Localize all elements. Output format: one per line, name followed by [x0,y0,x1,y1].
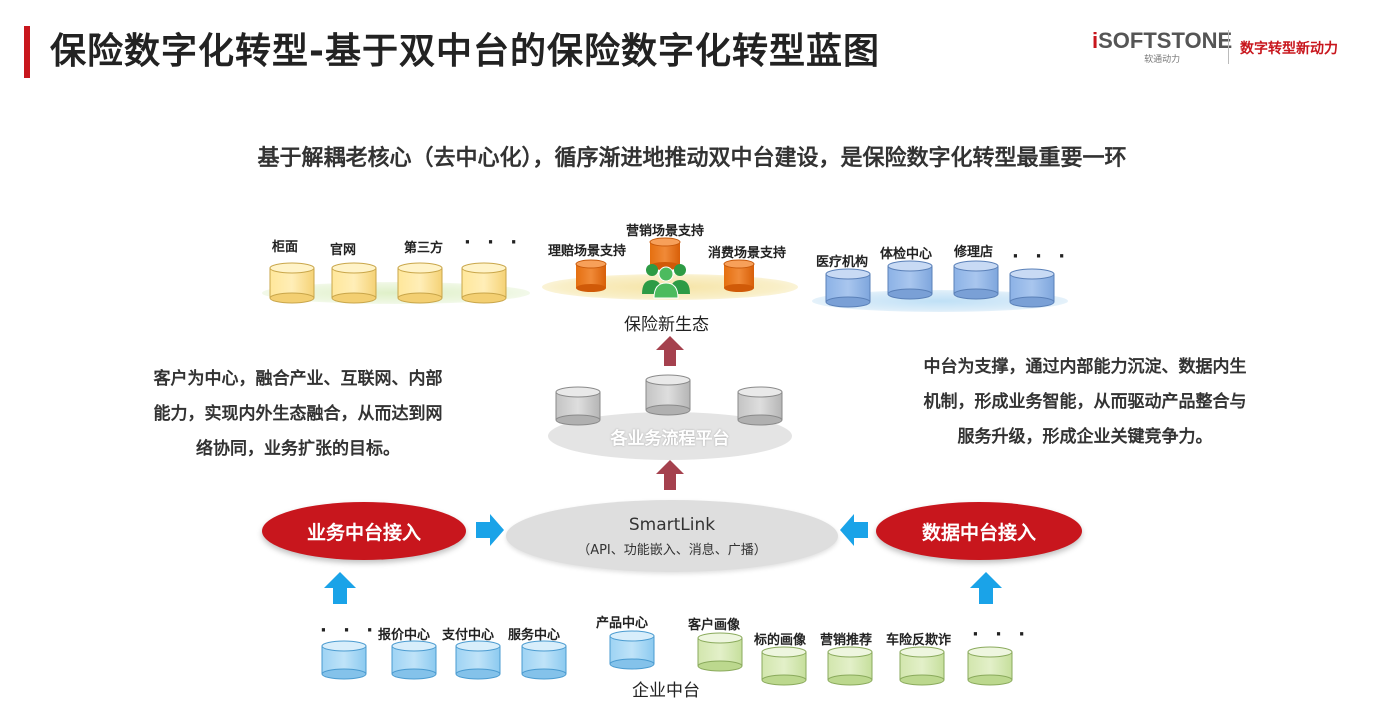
logo-main-text: SOFTSTONE [1098,28,1233,53]
smartlink-title: SmartLink [628,514,716,535]
enterprise-item-label: 标的画像 [754,633,807,648]
eco-left-more-dots: · · · [464,232,523,253]
cylinder [649,237,681,270]
arrow-up-icon [656,460,684,490]
enterprise-item-label: 产品中心 [596,616,649,631]
cylinder [827,646,873,686]
left-description: 客户为中心，融合产业、互联网、内部 能力，实现内外生态融合，从而达到网 络协同，… [108,362,488,467]
right-description-line: 服务升级，形成企业关键竞争力。 [957,427,1213,447]
cylinder [321,640,367,680]
cylinder [737,386,783,426]
logo-i: i [1092,28,1099,53]
data-center-label: 数据中台接入 [921,521,1036,544]
logo-sub-text: 软通动力 [1144,55,1181,65]
enterprise-item-label: 客户画像 [688,618,741,633]
arrow-up-icon [324,572,356,604]
cylinder [967,646,1013,686]
platform-label: 各业务流程平台 [610,429,730,449]
softstone-logo: iSOFTSTONE 软通动力 [1092,28,1232,65]
cylinder [953,260,999,300]
right-group-halo [812,290,1068,312]
eco-item-label: 第三方 [404,241,444,256]
eco-right-more-dots: · · · [1012,246,1071,267]
right-description: 中台为支撑，通过内部能力沉淀、数据内生 机制，形成业务智能，从而驱动产品整合与 … [880,350,1290,455]
business-center-access: 业务中台接入 [262,502,466,560]
eco-item-label: 柜面 [272,240,299,255]
business-center-label: 业务中台接入 [306,521,421,544]
cylinder [645,374,691,416]
cylinder [555,386,601,426]
cylinder [269,262,315,304]
title-accent-bar [24,26,30,78]
cylinder [887,260,933,300]
page-title: 保险数字化转型-基于双中台的保险数字化转型蓝图 [50,31,880,72]
left-description-line: 络协同，业务扩张的目标。 [196,439,400,459]
cylinder [575,259,607,292]
cylinder [1009,268,1055,308]
left-description-line: 客户为中心，融合产业、互联网、内部 [153,369,443,389]
enterprise-label: 企业中台 [632,681,700,701]
right-description-line: 中台为支撑，通过内部能力沉淀、数据内生 [923,357,1247,377]
eco-item-label: 医疗机构 [816,255,869,270]
eco-item-label: 消费场景支持 [708,246,787,261]
smartlink-subtitle: （API、功能嵌入、消息、广播） [577,542,767,558]
arrow-right-icon [476,514,504,546]
cylinder [723,259,755,292]
cylinder [397,262,443,304]
cylinder [761,646,807,686]
eco-item-label: 修理店 [954,245,994,260]
eco-item-label: 官网 [330,243,357,258]
cylinder [331,262,377,304]
enterprise-item-label: 车险反欺诈 [886,633,952,648]
cylinder [697,632,743,672]
enterprise-item-label: 服务中心 [508,628,561,643]
cylinder [521,640,567,680]
enterprise-item-label: 营销推荐 [820,633,873,648]
enterprise-left-dots: · · · [320,620,379,641]
eco-item-label: 理赔场景支持 [548,244,627,259]
left-description-line: 能力，实现内外生态融合，从而达到网 [153,404,443,424]
eco-item-label: 营销场景支持 [626,224,705,239]
arrow-up-icon [656,336,684,366]
people-group-icon [642,264,690,299]
subtitle: 基于解耦老核心（去中心化），循序渐进地推动双中台建设，是保险数字化转型最重要一环 [257,146,1127,171]
cylinder [899,646,945,686]
logo-divider [1228,30,1229,64]
eco-item-label: 体检中心 [880,247,933,262]
arrow-up-icon [970,572,1002,604]
slogan: 数字转型新动力 [1240,41,1338,57]
cylinder [461,262,507,304]
enterprise-right-dots: · · · [972,624,1031,645]
smartlink-hub: SmartLink （API、功能嵌入、消息、广播） [506,500,838,572]
ecosystem-label: 保险新生态 [624,315,709,335]
cylinder [391,640,437,680]
cylinder [825,268,871,308]
cylinder [609,630,655,670]
right-description-line: 机制，形成业务智能，从而驱动产品整合与 [923,392,1247,412]
enterprise-item-label: 报价中心 [378,628,431,643]
arrow-left-icon [840,514,868,546]
enterprise-item-label: 支付中心 [442,628,495,643]
data-center-access: 数据中台接入 [876,502,1082,560]
cylinder [455,640,501,680]
